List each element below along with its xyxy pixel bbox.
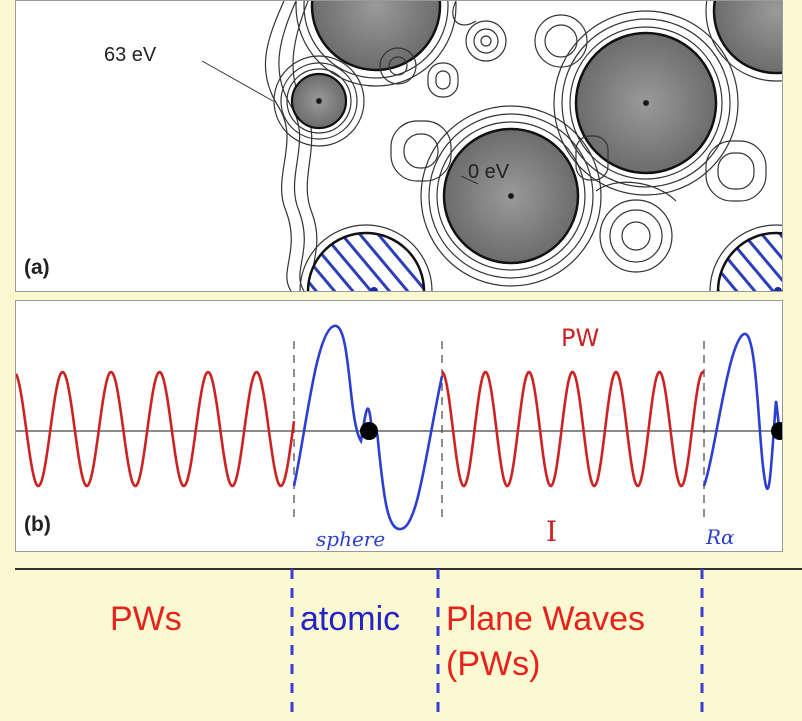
atomic-wave-2 bbox=[702, 332, 782, 490]
plane-wave-left bbox=[16, 370, 296, 488]
annotation-0ev: 0 eV bbox=[468, 161, 510, 183]
radius-label: Rα bbox=[706, 525, 735, 549]
sphere-label: sphere bbox=[316, 527, 386, 551]
nucleus-marker-1 bbox=[360, 422, 378, 440]
panel-a-label: (a) bbox=[24, 256, 50, 279]
contour-plot bbox=[201, 1, 782, 291]
pw-label: PW bbox=[561, 324, 600, 352]
plane-wave-middle bbox=[441, 370, 705, 488]
region-pws-left: PWs bbox=[110, 600, 182, 638]
wavefunction-plot bbox=[16, 324, 782, 531]
nucleus-marker-2 bbox=[771, 422, 782, 440]
annotation-63ev: 63 eV bbox=[104, 44, 157, 66]
panel-b-label: (b) bbox=[24, 513, 51, 536]
region-plane-waves-abbrev: (PWs) bbox=[446, 645, 541, 683]
wavefunction-panel: (b) PW sphere I Rα bbox=[15, 300, 783, 552]
contour-panel: 63 eV 0 eV (a) bbox=[15, 0, 783, 292]
region-plane-waves: Plane Waves bbox=[446, 600, 646, 638]
interstitial-label: I bbox=[546, 515, 558, 548]
region-atomic: atomic bbox=[300, 600, 401, 638]
region-dividers bbox=[15, 568, 802, 721]
